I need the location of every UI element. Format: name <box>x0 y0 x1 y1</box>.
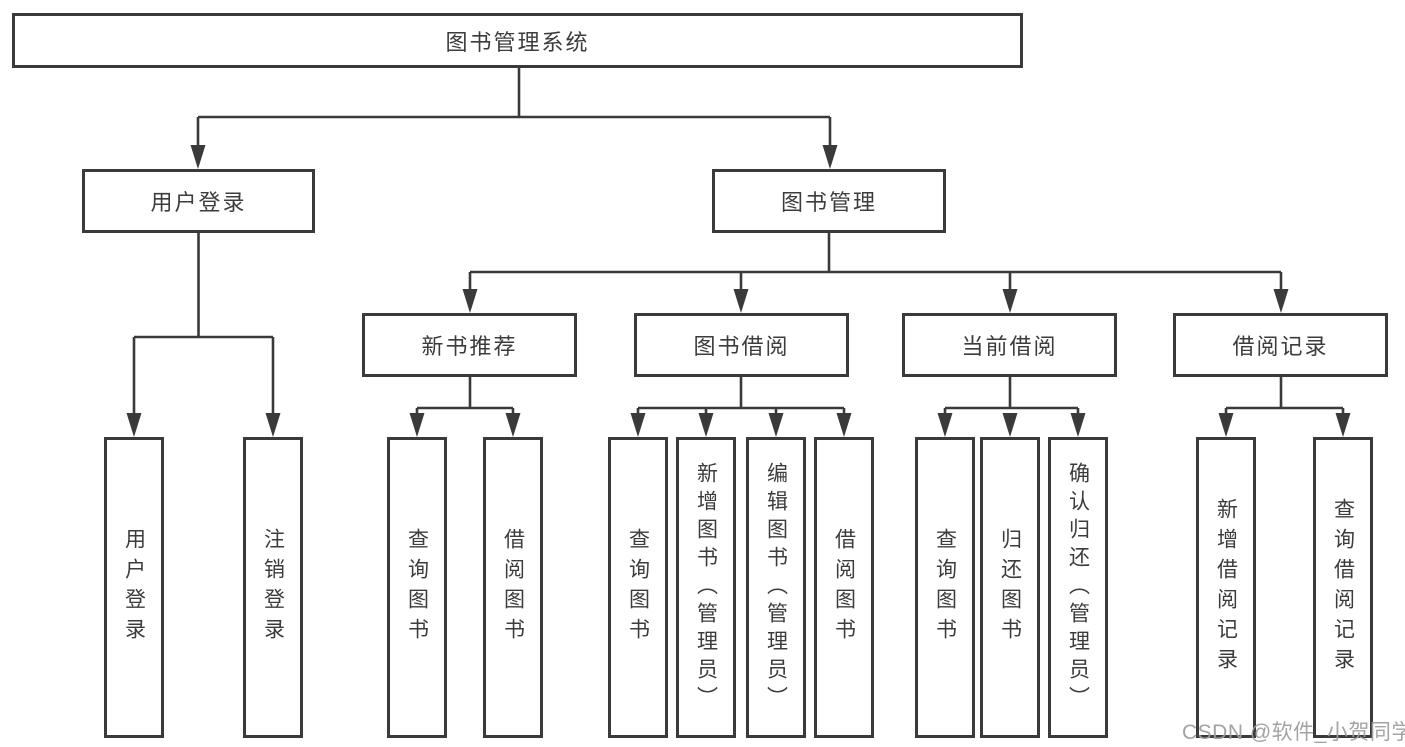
leaf-label: 查询借阅记录 <box>1331 497 1355 678</box>
leaf-query-books-borrow: 查询图书 <box>608 437 668 738</box>
csdn-watermark: CSDN @软件_小贺同学 <box>1182 721 1405 744</box>
node-label: 图书借阅 <box>693 334 790 359</box>
leaf-label: 借阅图书 <box>501 527 525 648</box>
node-label: 当前借阅 <box>961 334 1058 359</box>
node-current-borrow: 当前借阅 <box>902 313 1117 377</box>
leaf-query-books-recommend: 查询图书 <box>387 437 447 738</box>
node-book-management-module: 图书管理 <box>712 169 946 233</box>
leaf-logout: 注销登录 <box>243 437 303 738</box>
leaf-edit-books-admin: 编辑图书（管理员） <box>746 437 806 738</box>
leaf-label: 用户登录 <box>122 527 146 648</box>
leaf-return-books: 归还图书 <box>980 437 1040 738</box>
leaf-label: 注销登录 <box>261 527 285 648</box>
leaf-user-login: 用户登录 <box>104 437 164 738</box>
node-borrow-records: 借阅记录 <box>1173 313 1388 377</box>
leaf-label: 借阅图书 <box>832 527 856 648</box>
leaf-label: 确认归还（管理员） <box>1066 461 1090 714</box>
leaf-borrow-books-recommend: 借阅图书 <box>483 437 543 738</box>
leaf-label: 查询图书 <box>405 527 429 648</box>
node-system-root: 图书管理系统 <box>12 13 1023 68</box>
leaf-borrow-books: 借阅图书 <box>814 437 874 738</box>
leaf-query-books-current: 查询图书 <box>915 437 975 738</box>
node-label: 用户登录 <box>150 190 247 215</box>
node-label: 图书管理 <box>780 190 877 215</box>
node-label: 新书推荐 <box>421 334 518 359</box>
leaf-label: 查询图书 <box>933 527 957 648</box>
leaf-label: 编辑图书（管理员） <box>764 461 788 714</box>
connector-current-borrow-to-leaves <box>937 377 1086 437</box>
leaf-label: 查询图书 <box>626 527 650 648</box>
node-label: 图书管理系统 <box>445 29 590 55</box>
leaf-add-borrow-record: 新增借阅记录 <box>1196 437 1256 738</box>
node-new-book-recommend: 新书推荐 <box>362 313 577 377</box>
leaf-query-borrow-record: 查询借阅记录 <box>1313 437 1373 738</box>
node-user-login-module: 用户登录 <box>82 169 315 233</box>
connector-root-to-level2 <box>190 68 838 169</box>
connector-book-management-to-level3 <box>462 233 1289 313</box>
leaf-label: 新增借阅记录 <box>1214 497 1238 678</box>
connector-new-book-recommend-to-leaves <box>409 377 521 437</box>
node-book-borrow: 图书借阅 <box>634 313 849 377</box>
leaf-confirm-return-admin: 确认归还（管理员） <box>1048 437 1108 738</box>
node-label: 借阅记录 <box>1232 334 1329 359</box>
leaf-add-books-admin: 新增图书（管理员） <box>676 437 736 738</box>
connector-borrow-records-to-leaves <box>1218 377 1351 437</box>
connector-book-borrow-to-leaves <box>630 377 852 437</box>
connector-user-login-to-leaves <box>126 233 281 437</box>
leaf-label: 归还图书 <box>998 527 1022 648</box>
leaf-label: 新增图书（管理员） <box>694 461 718 714</box>
